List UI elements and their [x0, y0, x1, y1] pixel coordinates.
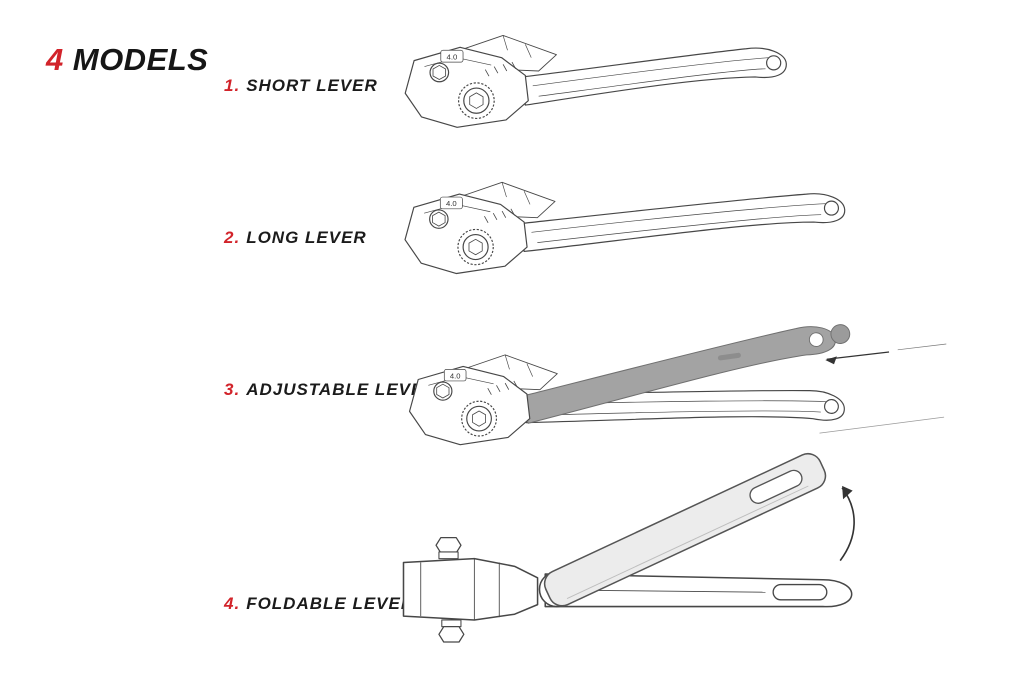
- title-number: 4: [46, 42, 64, 77]
- bar-end-hole: [808, 332, 824, 347]
- label-text: LONG LEVER: [246, 228, 367, 247]
- adjust-direction-arrow: [826, 351, 890, 360]
- title-word: MODELS: [72, 42, 209, 77]
- label-short-lever: 1. SHORT LEVER: [224, 76, 378, 96]
- label-text: ADJUSTABLE LEVER: [246, 380, 437, 399]
- folded-blade: [543, 452, 827, 607]
- bottom-mounting-bolt: [438, 626, 465, 643]
- label-text: FOLDABLE LEVER: [246, 594, 415, 613]
- blade-slot: [749, 469, 803, 504]
- label-long-lever: 2. LONG LEVER: [224, 228, 367, 248]
- adjustable-lever-diagram: [408, 324, 947, 451]
- adjusted-blade-overlay: [520, 324, 851, 424]
- label-number: 3.: [224, 380, 241, 399]
- guide-line-upper: [897, 343, 947, 351]
- label-number: 4.: [224, 594, 241, 613]
- fold-arrowhead-icon: [842, 485, 853, 500]
- travel-guide-line: [819, 416, 945, 434]
- foldable-lever-diagram: [402, 452, 855, 643]
- long-lever-diagram: [404, 181, 846, 275]
- fold-direction-arrow: [839, 487, 855, 562]
- short-lever-diagram: [404, 34, 787, 128]
- handlebar-clamp: [402, 557, 539, 621]
- extended-blade: [544, 573, 853, 608]
- top-mounting-nut: [435, 536, 462, 554]
- label-text: SHORT LEVER: [246, 76, 378, 95]
- label-number: 1.: [224, 76, 241, 95]
- blade-slot: [772, 583, 828, 601]
- bar-end-ball: [830, 324, 851, 344]
- label-foldable-lever: 4. FOLDABLE LEVER: [224, 594, 414, 614]
- adjust-arrowhead-icon: [825, 356, 837, 365]
- label-number: 2.: [224, 228, 241, 247]
- label-adjustable-lever: 3. ADJUSTABLE LEVER: [224, 380, 437, 400]
